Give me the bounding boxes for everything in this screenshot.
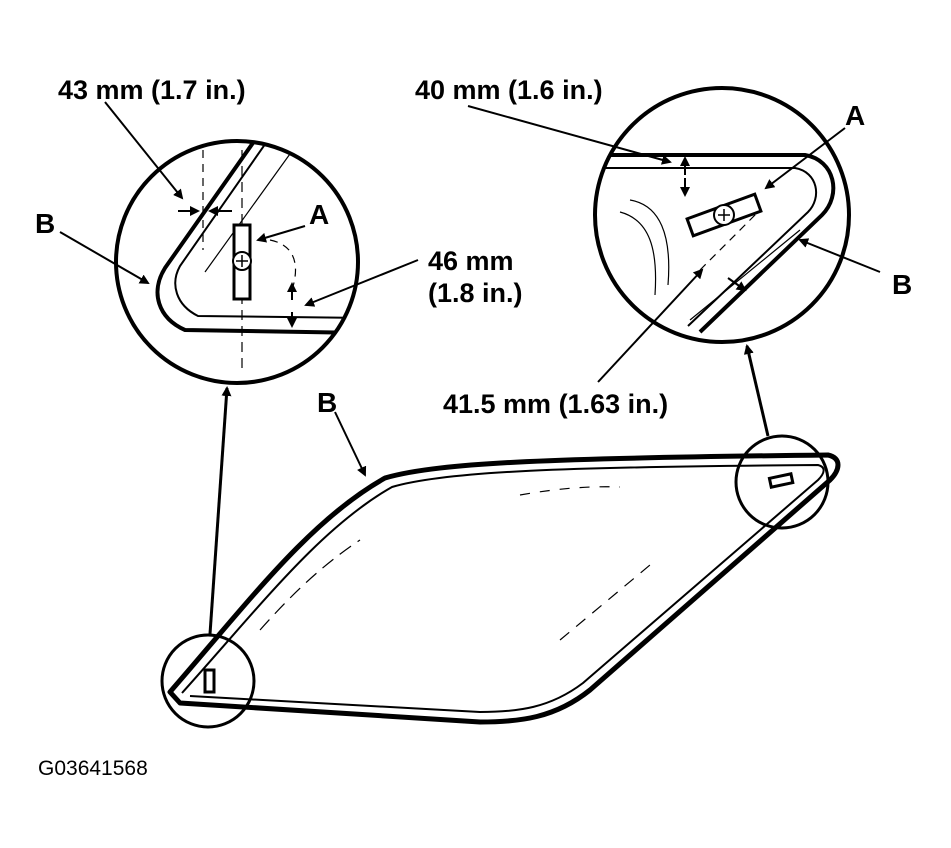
clip-right-screw-slot: [718, 209, 730, 221]
molding-left-inner: [174, 141, 358, 319]
clip-left-screw-slot: [236, 255, 248, 267]
ref-arc-right: [629, 199, 670, 286]
label-glass-B: B: [317, 387, 337, 418]
glass-reflection-3: [559, 564, 651, 641]
dim-415-arrow-b: [727, 277, 747, 292]
leader-right-A: [764, 127, 846, 190]
label-left-dim-side-2: (1.8 in.): [428, 278, 523, 308]
leader-left-B: [59, 231, 150, 285]
label-left-dim-top: 43 mm (1.7 in.): [58, 75, 246, 105]
detail-circle-right: [593, 86, 851, 344]
ref-arc-right-2: [619, 211, 657, 296]
glass-molding-inner: [181, 464, 825, 713]
leader-right-40: [467, 105, 672, 165]
figure-code: G03641568: [38, 757, 148, 780]
glass-callout-right: [734, 434, 830, 530]
label-right-B: B: [892, 269, 912, 300]
glass-left-edge: [204, 141, 301, 273]
leader-glass-B: [334, 411, 367, 477]
label-right-dim-bottom: 41.5 mm (1.63 in.): [443, 389, 668, 419]
glass-reflection: [259, 539, 361, 631]
link-arrow-right: [743, 344, 770, 437]
molding-left-outer: [155, 141, 358, 335]
leader-right-B: [798, 238, 881, 273]
label-left-dim-side-1: 46 mm: [428, 246, 514, 276]
glass-reflection-2: [519, 486, 621, 496]
leader-right-415: [597, 268, 704, 383]
clip-marker-left: [203, 668, 216, 694]
label-left-A: A: [309, 199, 329, 230]
leader-left-46: [304, 259, 419, 307]
detail-circle-left: [114, 139, 360, 385]
molding-right-inner: [595, 167, 817, 327]
glass-right-edge: [689, 229, 801, 321]
label-right-A: A: [845, 100, 865, 131]
link-arrow-left: [208, 386, 232, 635]
glass-molding-outer: [167, 452, 841, 725]
label-right-dim-top: 40 mm (1.6 in.): [415, 75, 603, 105]
glass-panel: [167, 452, 841, 725]
leader-left-A: [256, 225, 306, 243]
glass-callout-left: [160, 633, 256, 729]
leader-left-43: [104, 101, 184, 200]
clip-marker-right: [767, 472, 795, 489]
label-left-B: B: [35, 208, 55, 239]
ref-line-right-diag: [699, 209, 761, 271]
